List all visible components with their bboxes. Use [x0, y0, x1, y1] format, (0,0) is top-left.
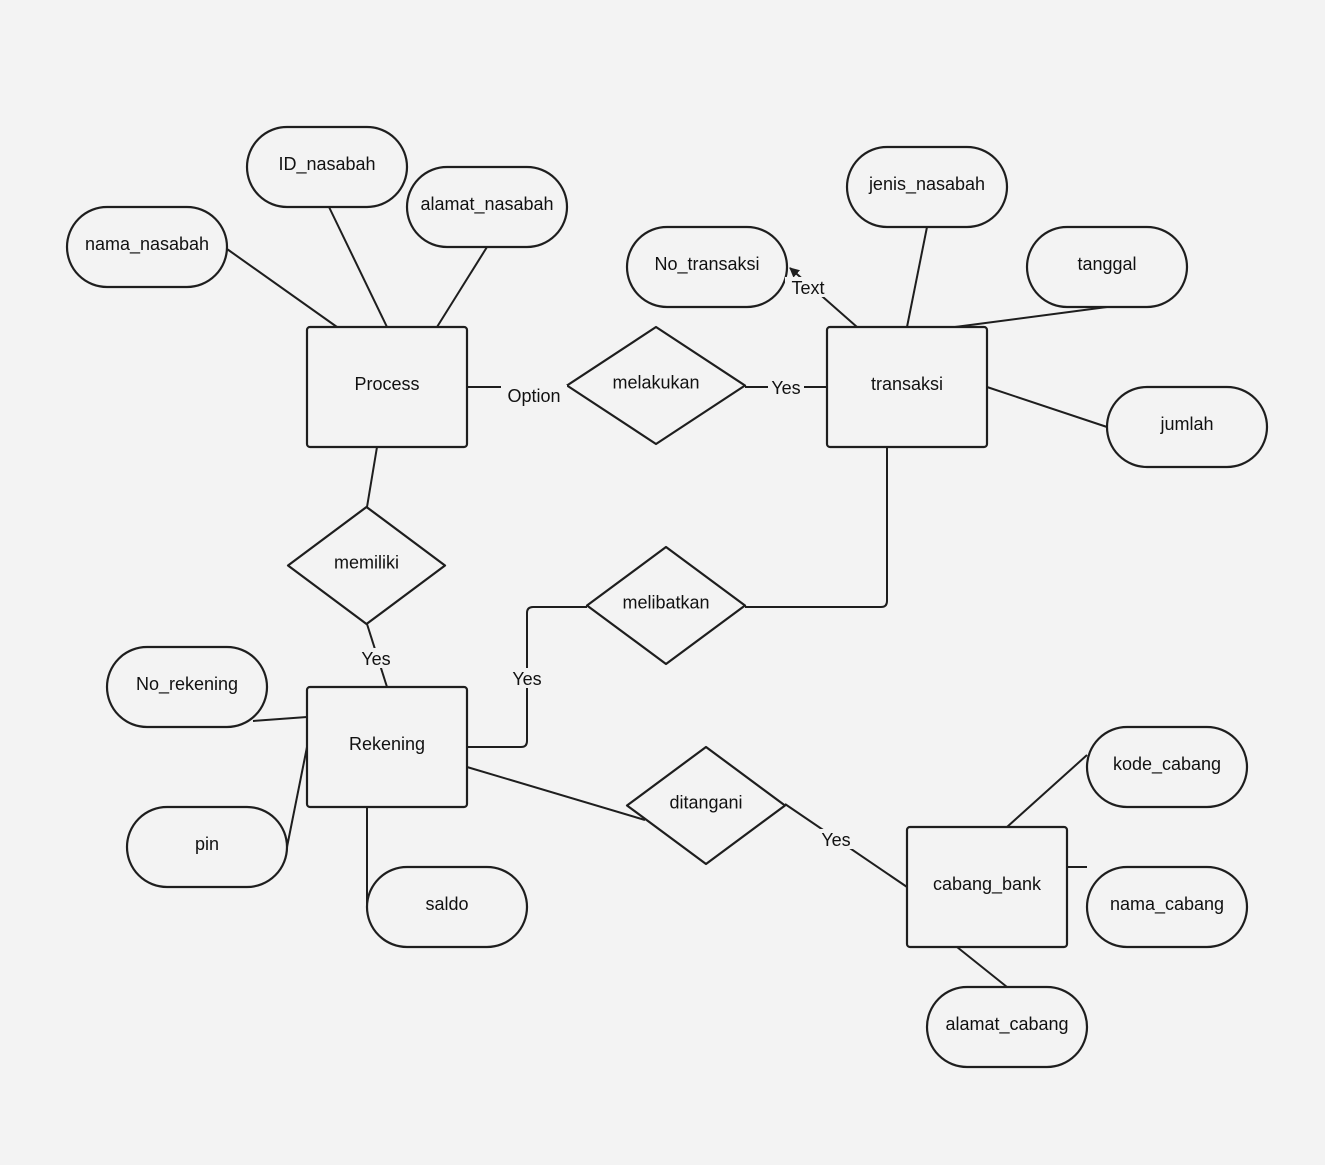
- attribute-label-no_transaksi: No_transaksi: [654, 254, 759, 275]
- edge-process-alamat_nasabah: [436, 246, 488, 328]
- edge-transaksi-jumlah: [986, 386, 1108, 428]
- entity-label-cabang_bank: cabang_bank: [933, 874, 1042, 895]
- attribute-label-no_rekening: No_rekening: [136, 674, 238, 695]
- entity-label-process: Process: [354, 374, 419, 394]
- attribute-alamat_nasabah[interactable]: [405, 165, 569, 249]
- attribute-nama_cabang[interactable]: [1085, 865, 1249, 949]
- attribute-jenis_nasabah[interactable]: [845, 145, 1009, 229]
- edge-label: Yes: [361, 649, 390, 669]
- attribute-no_transaksi[interactable]: [625, 225, 789, 309]
- attribute-kode_cabang[interactable]: [1085, 725, 1249, 809]
- edge-label-background: [501, 385, 567, 405]
- edge-transaksi-melibatkan: [745, 447, 888, 608]
- attribute-label-jumlah: jumlah: [1159, 414, 1213, 434]
- edge-label: Text: [791, 278, 824, 298]
- attribute-saldo[interactable]: [365, 865, 529, 949]
- edge-transaksi-tanggal: [954, 306, 1108, 328]
- relationship-label-melibatkan: melibatkan: [622, 593, 709, 613]
- entity-transaksi[interactable]: [825, 325, 989, 449]
- entity-label-rekening: Rekening: [349, 734, 425, 754]
- edge-process-id_nasabah: [328, 206, 388, 328]
- attribute-label-nama_nasabah: nama_nasabah: [85, 234, 209, 255]
- entity-process[interactable]: [305, 325, 469, 449]
- attribute-label-pin: pin: [195, 834, 219, 854]
- edge-rekening-pin: [286, 746, 308, 848]
- attribute-id_nasabah[interactable]: [245, 125, 409, 209]
- edge-label-background: [785, 277, 831, 297]
- attribute-tanggal[interactable]: [1025, 225, 1189, 309]
- relationship-melibatkan[interactable]: [585, 545, 747, 666]
- entity-rekening[interactable]: [305, 685, 469, 809]
- edge-label: Yes: [771, 378, 800, 398]
- attribute-label-saldo: saldo: [425, 894, 468, 914]
- attribute-label-alamat_nasabah: alamat_nasabah: [420, 194, 553, 215]
- edge-process-nama_nasabah: [226, 248, 338, 328]
- entity-label-transaksi: transaksi: [871, 374, 943, 394]
- attribute-label-jenis_nasabah: jenis_nasabah: [868, 174, 985, 195]
- edge-label: Yes: [821, 830, 850, 850]
- attribute-label-id_nasabah: ID_nasabah: [278, 154, 375, 175]
- relationship-label-melakukan: melakukan: [612, 373, 699, 393]
- edge-label-background: [818, 829, 854, 849]
- entity-cabang_bank[interactable]: [905, 825, 1069, 949]
- edge-label-background: [358, 648, 394, 668]
- relationship-label-ditangani: ditangani: [669, 793, 742, 813]
- edge-label: Yes: [512, 669, 541, 689]
- edge-transaksi-jenis_nasabah: [906, 226, 928, 328]
- edge-rekening-ditangani: [466, 766, 646, 821]
- relationship-melakukan[interactable]: [565, 325, 747, 446]
- edge-label: Option: [507, 386, 560, 406]
- edge-cabang_bank-alamat_cabang: [956, 946, 1008, 988]
- attribute-alamat_cabang[interactable]: [925, 985, 1089, 1069]
- attribute-label-tanggal: tanggal: [1077, 254, 1136, 274]
- edge-label-background: [509, 668, 545, 688]
- attribute-jumlah[interactable]: [1105, 385, 1269, 469]
- attribute-pin[interactable]: [125, 805, 289, 889]
- edge-cabang_bank-kode_cabang: [1006, 754, 1088, 828]
- edge-rekening-no_rekening: [252, 716, 308, 722]
- attribute-label-nama_cabang: nama_cabang: [1110, 894, 1224, 915]
- relationship-ditangani[interactable]: [625, 745, 787, 866]
- attribute-label-kode_cabang: kode_cabang: [1113, 754, 1221, 775]
- relationship-label-memiliki: memiliki: [334, 553, 399, 573]
- edge-process-memiliki: [366, 446, 378, 508]
- attribute-label-alamat_cabang: alamat_cabang: [945, 1014, 1068, 1035]
- relationship-memiliki[interactable]: [286, 505, 447, 626]
- attribute-no_rekening[interactable]: [105, 645, 269, 729]
- edge-label-background: [768, 377, 804, 397]
- attribute-nama_nasabah[interactable]: [65, 205, 229, 289]
